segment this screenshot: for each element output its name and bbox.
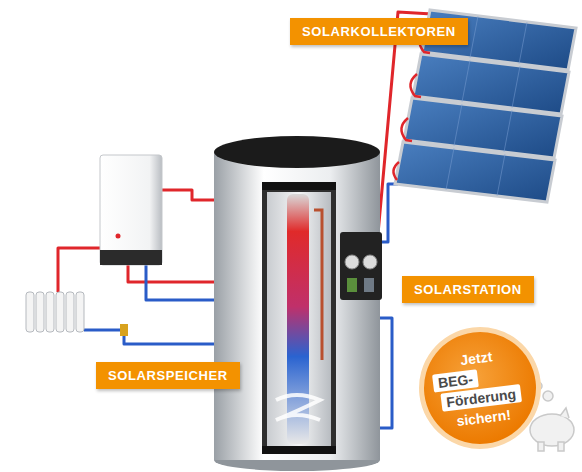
grid-line bbox=[454, 104, 462, 146]
window-bar bbox=[262, 446, 336, 454]
coin bbox=[543, 391, 553, 401]
pump bbox=[347, 278, 357, 292]
grid-line bbox=[470, 16, 478, 58]
radiator-fin bbox=[76, 292, 84, 332]
tank-body bbox=[214, 152, 380, 460]
badge-halo bbox=[412, 320, 548, 456]
gauge bbox=[363, 255, 377, 269]
callout-label: SOLARKOLLEKTOREN bbox=[302, 24, 456, 39]
collector-panel bbox=[395, 142, 555, 202]
radiator-fin bbox=[56, 292, 64, 332]
callout-tag: SOLARKOLLEKTOREN bbox=[290, 18, 468, 45]
radiator bbox=[26, 292, 84, 332]
valve bbox=[364, 278, 374, 292]
return-pipe bbox=[382, 184, 398, 242]
grid-line bbox=[446, 148, 454, 190]
loop bbox=[401, 118, 412, 141]
grid-line bbox=[462, 60, 470, 102]
boiler-base bbox=[100, 250, 162, 265]
tank-probe bbox=[314, 210, 322, 360]
gauge bbox=[345, 255, 359, 269]
solar-station bbox=[340, 232, 382, 300]
flow-pipe bbox=[128, 265, 216, 282]
callout-label: SOLARSPEICHER bbox=[108, 368, 228, 383]
station-housing bbox=[340, 232, 382, 300]
piggy-leg bbox=[558, 442, 564, 451]
radiator-fin bbox=[46, 292, 54, 332]
loop bbox=[410, 74, 421, 97]
tank-window-frame bbox=[262, 184, 336, 454]
grid-line bbox=[512, 66, 520, 108]
heating-pipe bbox=[58, 248, 104, 292]
grid-line bbox=[504, 110, 512, 152]
callout-tag: SOLARSPEICHER bbox=[96, 362, 240, 389]
badge-disc bbox=[418, 326, 543, 451]
collector-loops bbox=[393, 30, 430, 180]
callout-tag: SOLARSTATION bbox=[402, 276, 534, 303]
mixing-valve bbox=[120, 324, 128, 336]
loop bbox=[393, 162, 399, 180]
tank-top bbox=[214, 136, 380, 168]
radiator-fin bbox=[66, 292, 74, 332]
tank-interior bbox=[267, 192, 331, 446]
status-light bbox=[116, 234, 121, 239]
return-pipe bbox=[146, 265, 216, 300]
window-bar bbox=[262, 182, 336, 190]
radiator-fin bbox=[36, 292, 44, 332]
piggy-body bbox=[530, 414, 574, 446]
grid-line bbox=[519, 22, 527, 64]
funding-badge: JetztBEG-Förderungsichern! bbox=[411, 319, 549, 457]
flow-pipe bbox=[162, 190, 216, 200]
heat-coil bbox=[276, 395, 320, 420]
boiler bbox=[100, 155, 162, 265]
piggy-ear bbox=[560, 408, 569, 418]
radiator-fin bbox=[26, 292, 34, 332]
callout-label: SOLARSTATION bbox=[414, 282, 522, 297]
piggy-leg bbox=[538, 442, 544, 451]
grid-line bbox=[497, 154, 505, 196]
boiler-body bbox=[100, 155, 162, 265]
heating-pipe bbox=[84, 330, 216, 344]
solar-tank bbox=[214, 136, 380, 471]
